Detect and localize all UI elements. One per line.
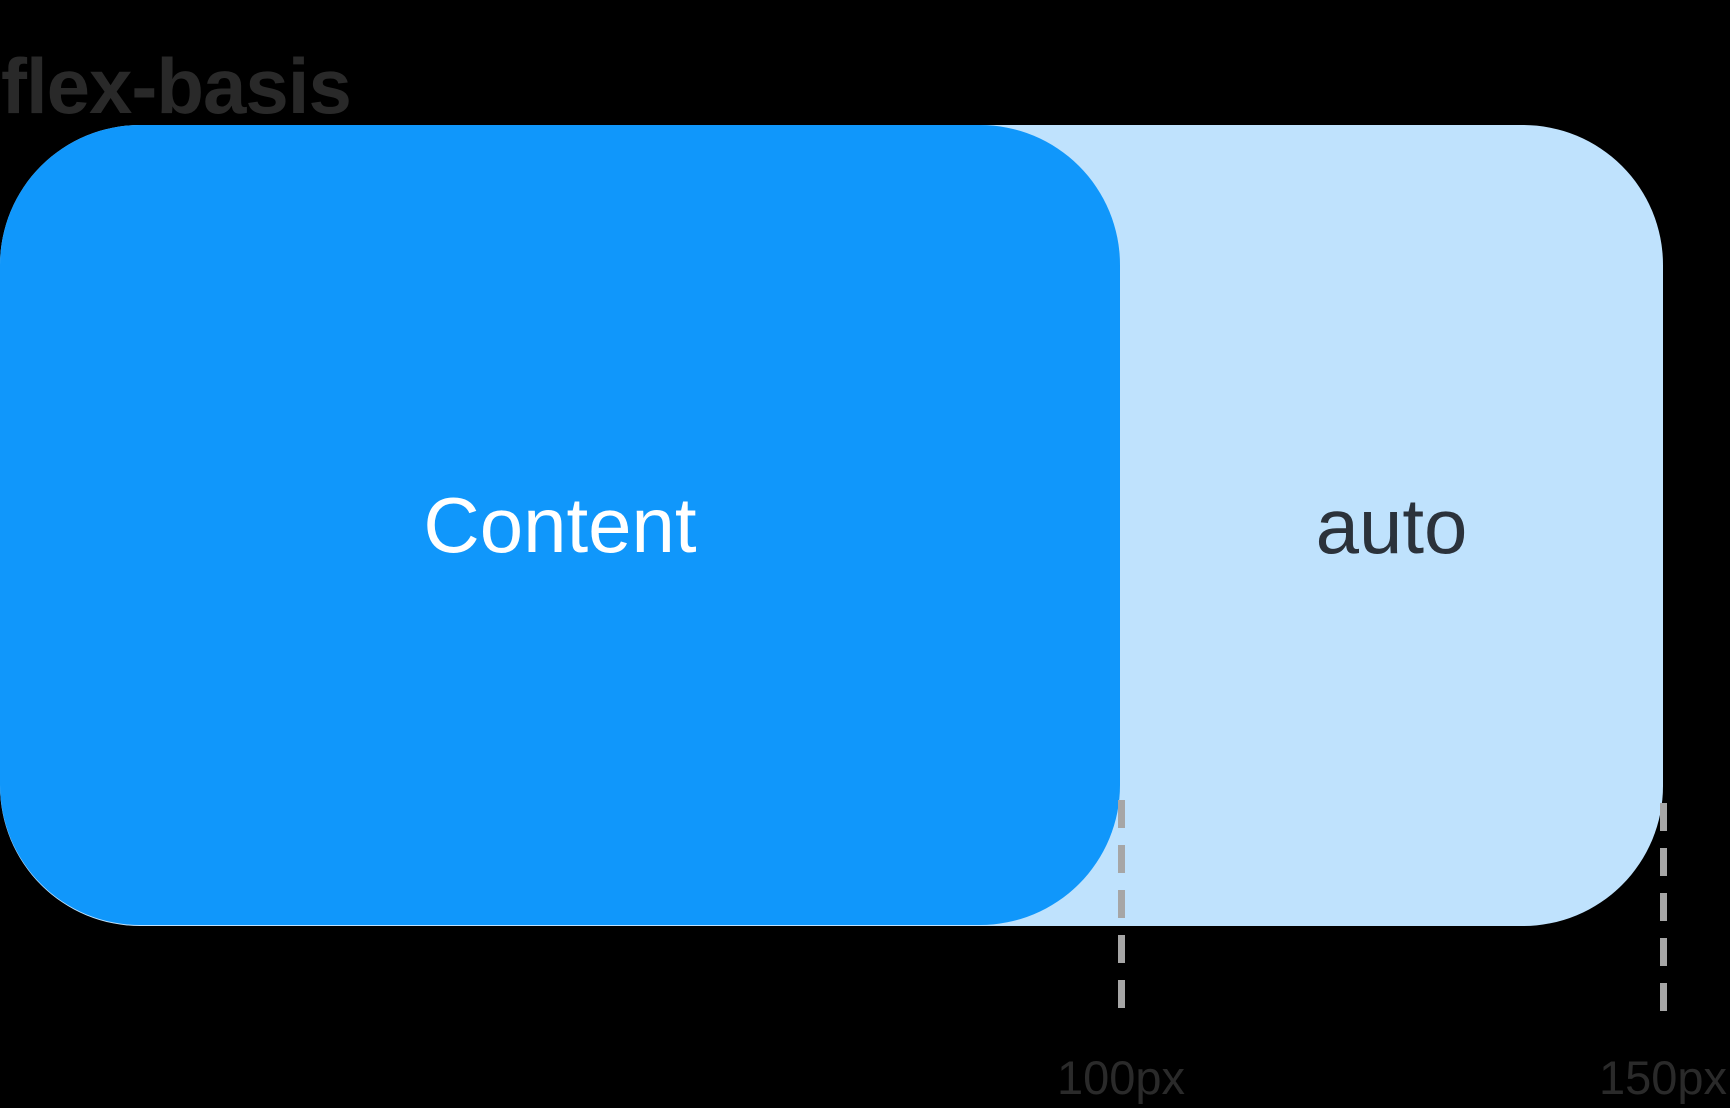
measure-label-100px: 100px: [1056, 1051, 1186, 1104]
content-flex-item-box: Content: [0, 125, 1120, 925]
measure-label-150px: 150px: [1598, 1051, 1728, 1104]
content-box-label: Content: [423, 481, 697, 569]
measure-dashed-line-150px: [1660, 803, 1667, 1027]
auto-box-visible-strip: auto: [1120, 125, 1663, 926]
page-title: flex-basis: [1, 42, 352, 131]
auto-box-label: auto: [1315, 481, 1468, 570]
measure-dashed-line-100px: [1118, 800, 1125, 1024]
